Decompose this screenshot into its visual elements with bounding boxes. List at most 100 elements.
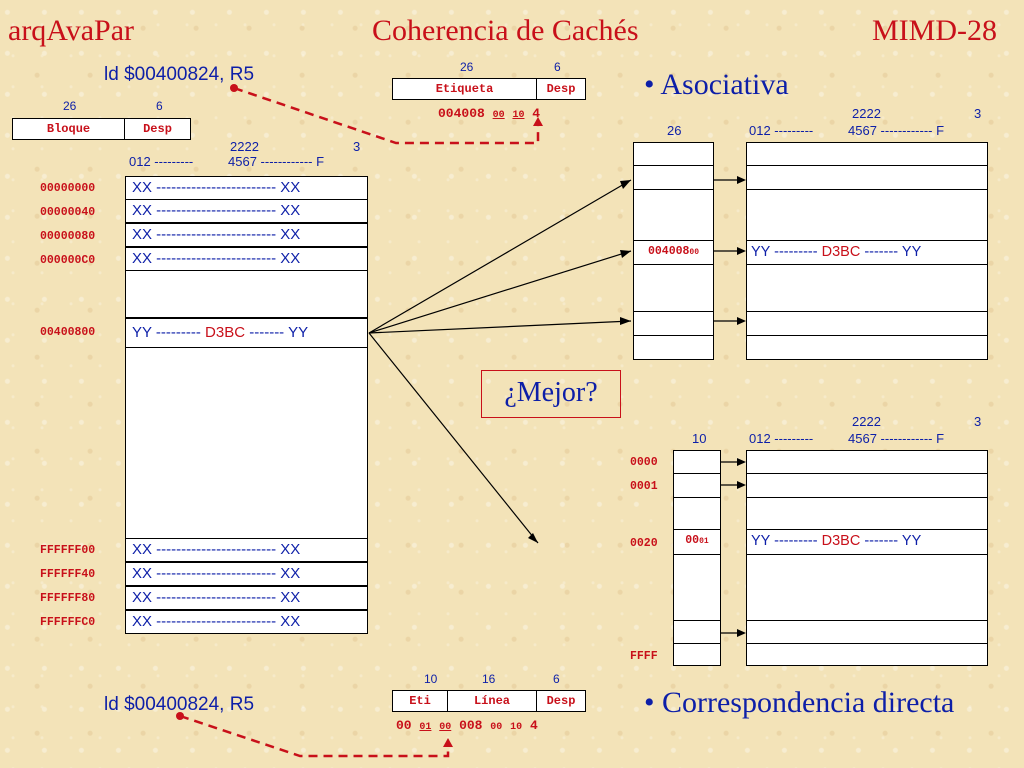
- assoc-line-text-a: YY ---------: [751, 244, 822, 260]
- mem-row-text: XX ------------------------ XX: [132, 179, 301, 196]
- direct-tag-value-lo: 01: [699, 537, 709, 546]
- assoc-data-row: [746, 311, 988, 336]
- assoc-tag-value: 00400800: [634, 241, 713, 264]
- mem-bits-desp: 6: [156, 99, 163, 113]
- direct-data-header-top-2: 3: [974, 414, 982, 429]
- mem-row: XX ------------------------ XX: [125, 247, 368, 271]
- mem-gap-block: [125, 270, 368, 318]
- assoc-tag-row: [633, 165, 714, 190]
- direct-data-row-hit: YY --------- D3BC ------- YY: [746, 529, 988, 555]
- assoc-field-etiqueta: Etiqueta: [392, 78, 537, 100]
- assoc-data-row: [746, 165, 988, 190]
- mem-header-bottom-2: 4567 ------------ F: [228, 154, 325, 169]
- page-title: Coherencia de Cachés: [372, 14, 639, 47]
- direct-data-row: [746, 643, 988, 666]
- direct-field-eti-label: Eti: [409, 694, 431, 708]
- direct-data-row: [746, 450, 988, 474]
- mem-row-text: XX ------------------------ XX: [132, 226, 301, 243]
- mem-row-target-text: YY --------- D3BC ------- YY: [132, 319, 308, 347]
- mem-row-text: XX ------------------------ XX: [132, 565, 301, 582]
- assoc-data-row: [746, 335, 988, 360]
- assoc-bits-desp: 6: [554, 60, 561, 74]
- assoc-line-text-b: ------- YY: [860, 244, 922, 260]
- assoc-line-value: D3BC: [821, 244, 861, 260]
- direct-value-6: 4: [529, 718, 538, 733]
- direct-data-row: [746, 473, 988, 498]
- assoc-data-row-hit: YY --------- D3BC ------- YY: [746, 240, 988, 265]
- direct-value-4: 00: [490, 722, 503, 733]
- assoc-address-value: 004008 00 10 4: [438, 106, 540, 121]
- mem-addr-0: 00000000: [40, 182, 96, 195]
- mem-addr-1: 00000040: [40, 206, 96, 219]
- direct-bits-eti: 10: [424, 672, 438, 686]
- direct-field-linea: Línea: [447, 690, 537, 712]
- direct-line-label-0: 0000: [630, 456, 658, 469]
- direct-data-header-bottom-2: 4567 ------------ F: [848, 431, 945, 446]
- mem-row: XX ------------------------ XX: [125, 562, 368, 586]
- mem-row-target-text-b: ------- YY: [245, 324, 309, 341]
- assoc-field-desp-label: Desp: [546, 82, 576, 96]
- mem-row: XX ------------------------ XX: [125, 176, 368, 200]
- mem-row: XX ------------------------ XX: [125, 223, 368, 247]
- direct-field-linea-label: Línea: [473, 694, 510, 708]
- direct-tag-value-hi: 00: [685, 534, 700, 547]
- mem-row-target-value: D3BC: [205, 324, 246, 341]
- direct-value-3: 008: [459, 718, 483, 733]
- direct-line-label-3: FFFF: [630, 650, 658, 663]
- mem-field-bloque: Bloque: [12, 118, 125, 140]
- mem-field-desp: Desp: [124, 118, 191, 140]
- mem-field-bloque-label: Bloque: [46, 122, 91, 136]
- direct-line-label-1: 0001: [630, 480, 658, 493]
- mem-header-top-2: 3: [353, 139, 361, 154]
- mem-addr-2: 00000080: [40, 230, 96, 243]
- direct-tag-row: [673, 643, 721, 666]
- direct-tag-row-hit: 0001: [673, 529, 721, 555]
- direct-data-row: [746, 497, 988, 530]
- assoc-bullet: • Asociativa: [644, 68, 789, 101]
- direct-field-eti: Eti: [392, 690, 448, 712]
- mem-row-text: XX ------------------------ XX: [132, 250, 301, 267]
- mem-addr-3: 000000C0: [40, 254, 96, 267]
- assoc-tag-row: [633, 335, 714, 360]
- direct-tag-row: [673, 497, 721, 530]
- assoc-tag-row-hit: 00400800: [633, 240, 714, 265]
- mem-row-text: XX ------------------------ XX: [132, 202, 301, 219]
- mem-addr-mid: 00400800: [40, 326, 96, 339]
- direct-bits-linea: 16: [482, 672, 496, 686]
- direct-line-text-b: ------- YY: [860, 533, 922, 549]
- assoc-tag-bits: 26: [667, 123, 682, 138]
- direct-line-text-a: YY ---------: [751, 533, 822, 549]
- mem-row: XX ------------------------ XX: [125, 538, 368, 562]
- instruction-bottom: ld $00400824, R5: [104, 694, 255, 715]
- direct-address-value: 00 01 00 008 00 10 4: [396, 718, 538, 733]
- direct-data-header-bottom-1: 012 ---------: [749, 431, 814, 446]
- assoc-data-header-bottom-2: 4567 ------------ F: [848, 123, 945, 138]
- direct-value-0: 00: [396, 718, 412, 733]
- assoc-data-row: [746, 142, 988, 166]
- mem-field-desp-label: Desp: [143, 122, 172, 136]
- mejor-text: ¿Mejor?: [504, 377, 598, 408]
- assoc-tag-row: [633, 142, 714, 166]
- mem-row-text: XX ------------------------ XX: [132, 541, 301, 558]
- mem-row-target-text-a: YY ---------: [132, 324, 206, 341]
- instruction-top: ld $00400824, R5: [104, 64, 255, 85]
- header-right: MIMD-28: [872, 14, 997, 47]
- assoc-tag-row: [633, 311, 714, 336]
- mem-header-bottom-1: 012 ---------: [129, 154, 194, 169]
- direct-line-value: D3BC: [821, 533, 861, 549]
- mem-row-target: YY --------- D3BC ------- YY: [125, 318, 368, 348]
- assoc-data-header-bottom-1: 012 ---------: [749, 123, 814, 138]
- assoc-tag-value-lo: 00: [689, 248, 700, 257]
- mem-row-text: XX ------------------------ XX: [132, 589, 301, 606]
- mem-row-text: XX ------------------------ XX: [132, 613, 301, 630]
- direct-value-1: 01: [419, 722, 432, 733]
- assoc-field-etiqueta-label: Etiqueta: [435, 82, 494, 96]
- mem-row: XX ------------------------ XX: [125, 610, 368, 634]
- assoc-value-tag: 004008: [438, 106, 485, 121]
- direct-tag-value: 0001: [674, 530, 720, 553]
- assoc-data-header-top-1: 2222: [852, 106, 881, 121]
- assoc-line-text: YY --------- D3BC ------- YY: [751, 241, 921, 263]
- header-left: arqAvaPar: [8, 14, 135, 47]
- assoc-value-desp-hi: 10: [512, 110, 525, 121]
